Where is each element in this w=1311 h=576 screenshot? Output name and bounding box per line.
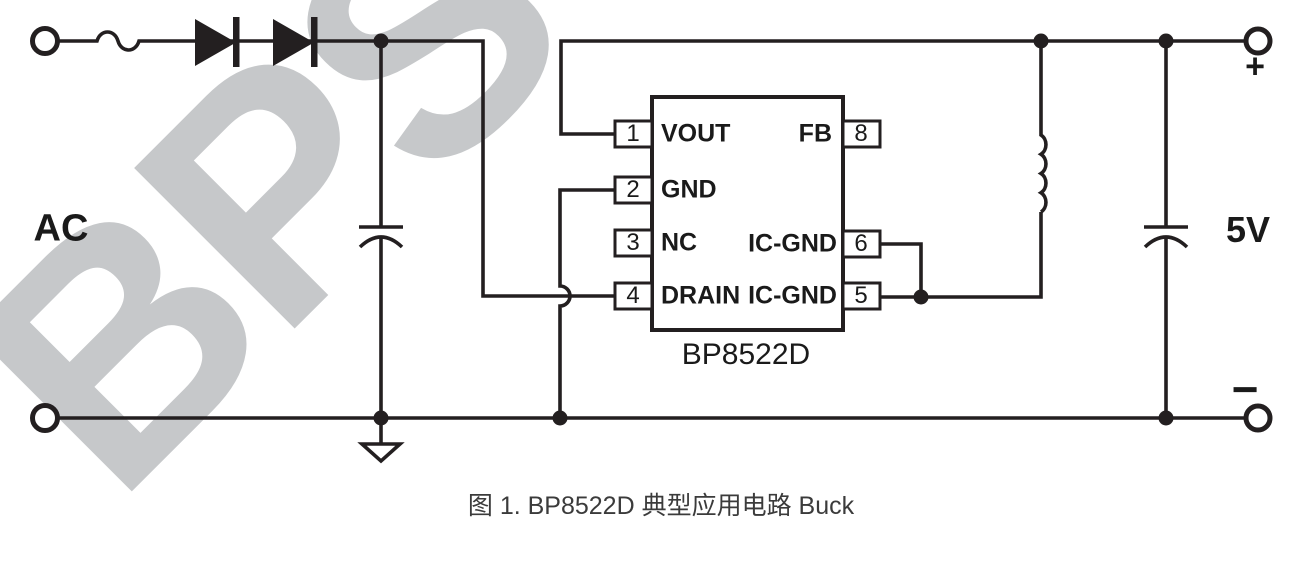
diode-2-cathode-bar: [311, 17, 318, 67]
output-terminal-plus: [1243, 26, 1273, 56]
output-capacitor: [1143, 41, 1189, 418]
pin-name-icgnd-6: IC-GND: [748, 229, 837, 258]
ac-input-label: AC: [33, 207, 89, 250]
ac-terminal-top: [30, 26, 60, 56]
icgnd5-wire: [880, 212, 1043, 299]
junction-dot: [1158, 33, 1174, 49]
pin-name-drain: DRAIN: [661, 281, 741, 310]
ground-symbol: [357, 442, 405, 464]
junction-dot: [1033, 33, 1049, 49]
figure-caption: 图 1. BP8522D 典型应用电路 Buck: [467, 492, 855, 520]
output-voltage-label: 5V: [1225, 209, 1271, 250]
pin-number-6: 6: [854, 230, 868, 257]
pin-number-5: 5: [854, 282, 868, 309]
circuit-diagram: BPS: [0, 0, 1273, 557]
pin-box-6: [841, 229, 882, 259]
ac-input-wire: [58, 30, 615, 298]
chip-name-label: BP8522D: [681, 338, 811, 371]
pin-box-4: [613, 281, 654, 311]
junction-dot: [1158, 410, 1174, 426]
input-capacitor: [358, 41, 404, 418]
vout-output-wire: [559, 39, 1245, 136]
gnd-wire-with-hop: [558, 188, 615, 418]
ic-body: [650, 95, 845, 332]
pin-number-1: 1: [626, 120, 640, 147]
pin-name-gnd: GND: [661, 175, 717, 204]
pin-box-3: [613, 228, 654, 258]
pin-box-8: [841, 119, 882, 149]
pin-box-1: [613, 119, 654, 149]
diode-1: [195, 19, 236, 66]
junction-dot: [913, 289, 929, 305]
pin-number-2: 2: [626, 176, 640, 203]
output-terminal-minus: [1243, 403, 1273, 433]
diode-2: [273, 19, 314, 66]
diode-1-cathode-bar: [233, 17, 240, 67]
inductor-coil: [1037, 41, 1048, 214]
ac-terminal-bottom: [30, 403, 60, 433]
plus-terminal-label: +: [1245, 47, 1265, 86]
pin-number-8: 8: [854, 120, 868, 147]
minus-terminal-label: −: [1231, 363, 1259, 415]
icgnd6-wire: [880, 242, 923, 297]
pin-box-5: [841, 281, 882, 311]
pin-box-2: [613, 175, 654, 205]
junction-dot: [552, 410, 568, 426]
circuit-schematic: [30, 17, 1273, 464]
pin-name-fb: FB: [798, 119, 832, 148]
pin-name-nc: NC: [661, 228, 698, 257]
pin-name-icgnd-5: IC-GND: [748, 281, 837, 310]
junction-dot: [373, 410, 389, 426]
pin-number-3: 3: [626, 229, 640, 256]
pin-number-4: 4: [626, 282, 640, 309]
pin-name-vout: VOUT: [661, 119, 731, 148]
junction-dot: [373, 33, 389, 49]
